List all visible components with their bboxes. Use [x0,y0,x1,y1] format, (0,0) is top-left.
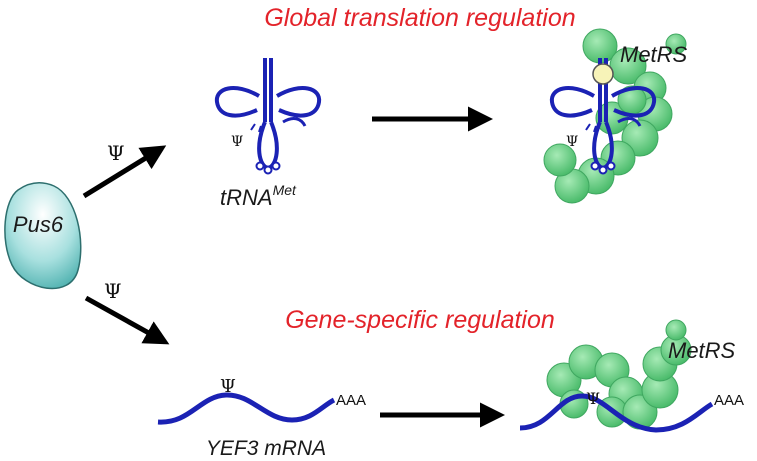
complex-polya-tail: AAA [714,392,744,409]
metrs-label-top: MetRS [620,42,688,67]
gene-specific-regulation-title: Gene-specific regulation [285,306,555,334]
mrna-wave-icon: Ψ AAA [157,376,366,425]
complex-psi-mark: Ψ [586,389,600,408]
pus6-label: Pus6 [13,212,64,237]
mrna-label: YEF3 mRNA [206,437,326,460]
global-regulation-title: Global translation regulation [264,4,575,32]
arrow-to-trna [82,145,167,199]
psi-symbol-upper: Ψ [107,141,125,165]
metrs-protein-icon [543,28,687,204]
arrow-to-mrna [84,295,170,345]
metrs-mrna-complex-icon: Ψ AAA [519,319,744,433]
trna-psi-mark: Ψ [231,134,243,150]
bound-trna-cloverleaf-icon: Ψ [549,56,657,176]
trna-label: tRNAMet [220,182,297,210]
pus6-blob: Pus6 [4,182,82,290]
metrs-label-bottom: MetRS [668,338,736,363]
mrna-polya-tail: AAA [336,392,366,409]
mrna-psi-mark: Ψ [220,376,236,397]
zinc-binding-circle [592,63,614,85]
bound-trna-psi-mark: Ψ [566,134,578,150]
psi-symbol-lower: Ψ [104,279,122,303]
trna-cloverleaf-icon: Ψ [214,56,322,176]
